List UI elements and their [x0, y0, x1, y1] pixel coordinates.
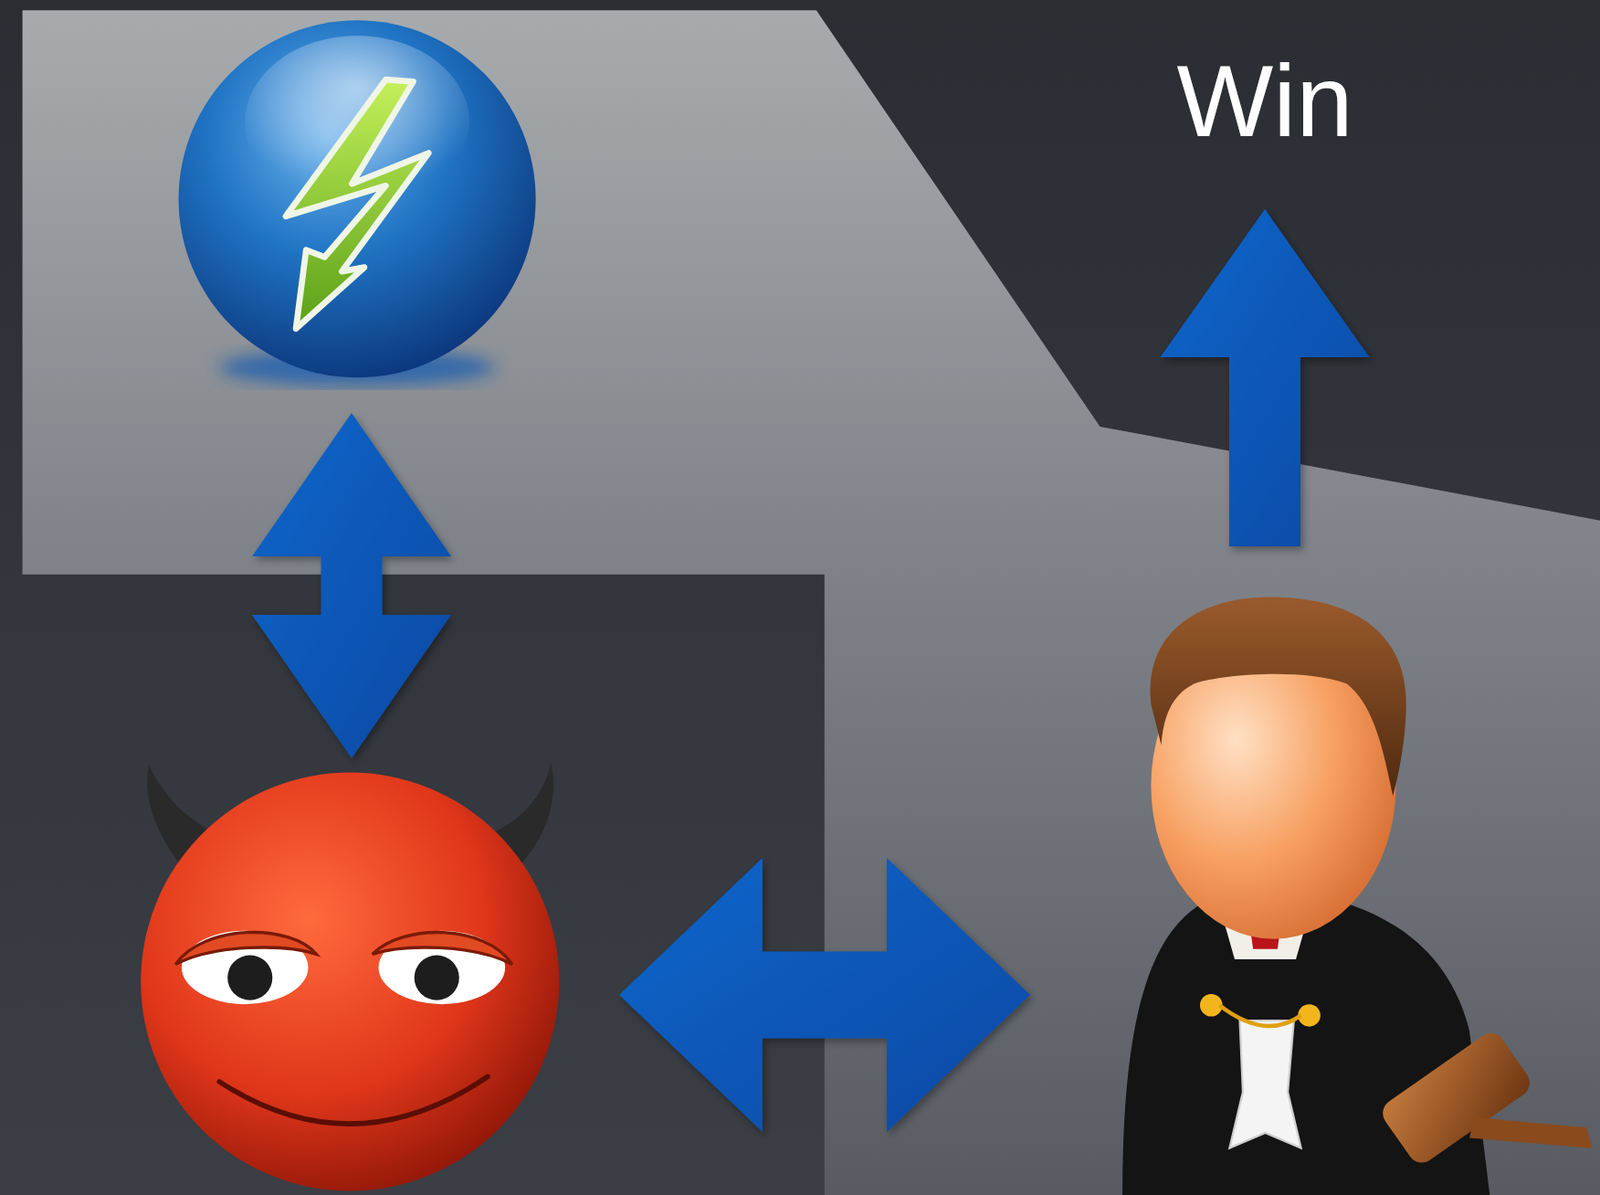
- judge-node: [1030, 546, 1571, 1195]
- adversary-devil: [140, 763, 559, 1191]
- background-panel: [22, 10, 1600, 1195]
- block-arrow: [252, 412, 452, 758]
- oracle-node: [178, 20, 537, 413]
- judge-figure: [1122, 596, 1592, 1195]
- oracle-orb: [178, 20, 537, 386]
- outcome-label: Win: [1141, 40, 1389, 163]
- block-arrow: [1160, 209, 1370, 547]
- block-arrow: [619, 857, 1031, 1132]
- outcome-node: Win: [1141, 40, 1389, 210]
- adversary-node: [136, 757, 620, 1195]
